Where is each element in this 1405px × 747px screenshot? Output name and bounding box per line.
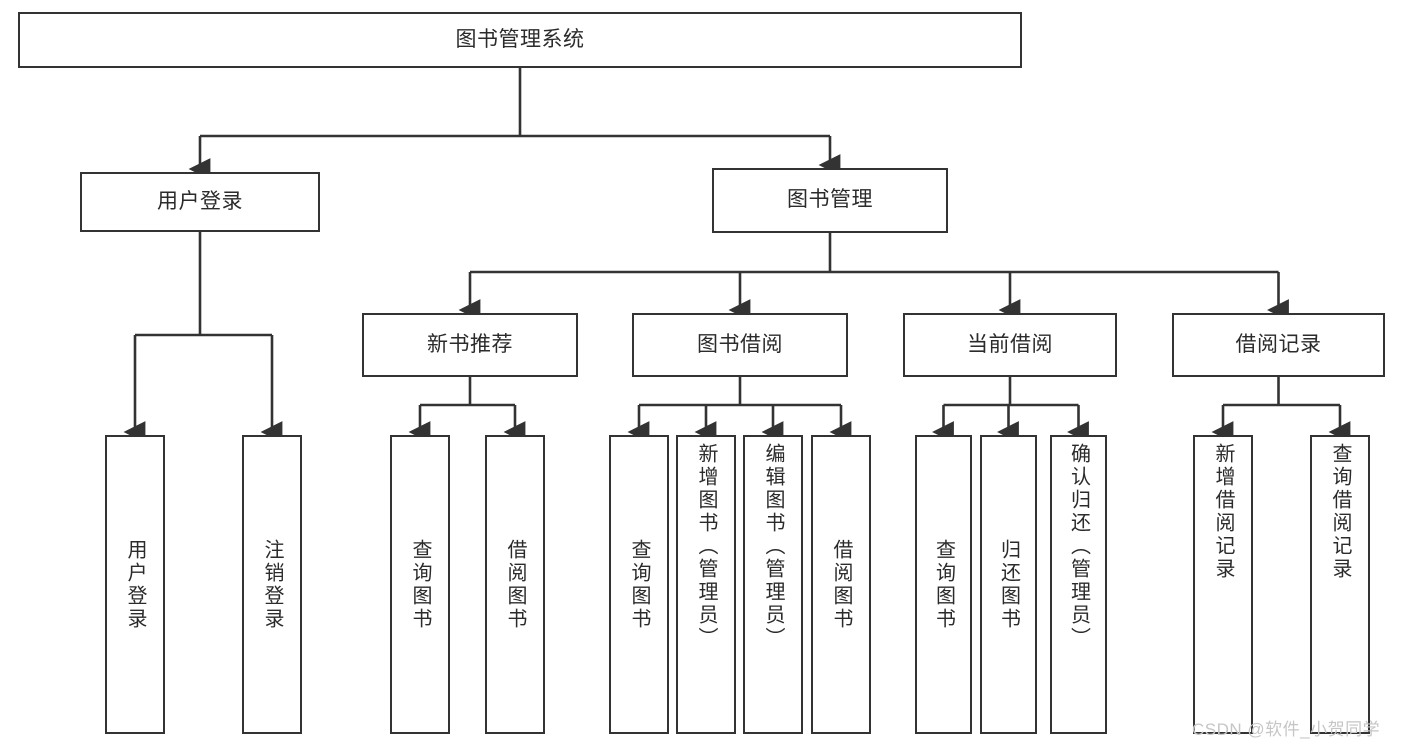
node-leaf-query-record[interactable]: 查询借阅记录 xyxy=(1310,435,1370,734)
node-root[interactable]: 图书管理系统 xyxy=(18,12,1022,68)
node-label: 查询图书 xyxy=(932,538,955,631)
node-leaf-edit-book[interactable]: 编辑图书（管理员） xyxy=(743,435,803,734)
node-label: 新增图书（管理员） xyxy=(695,443,717,650)
node-leaf-return-book[interactable]: 归还图书 xyxy=(980,435,1037,734)
node-label: 借阅图书 xyxy=(830,538,852,631)
node-label: 借阅图书 xyxy=(504,538,526,631)
node-label: 当前借阅 xyxy=(967,332,1053,356)
node-borrow-record[interactable]: 借阅记录 xyxy=(1172,313,1385,377)
node-label: 用户登录 xyxy=(157,189,243,213)
node-leaf-query-book-2[interactable]: 查询图书 xyxy=(609,435,669,734)
edge-group xyxy=(123,68,1351,443)
node-leaf-borrow-book-2[interactable]: 借阅图书 xyxy=(811,435,871,734)
node-leaf-user-login[interactable]: 用户登录 xyxy=(105,435,165,734)
node-book-borrow[interactable]: 图书借阅 xyxy=(632,313,848,377)
node-label: 图书管理 xyxy=(787,188,873,212)
node-label: 图书借阅 xyxy=(697,332,783,356)
node-label: 编辑图书（管理员） xyxy=(762,443,784,650)
node-label: 查询图书 xyxy=(409,538,431,631)
node-user-login[interactable]: 用户登录 xyxy=(80,172,320,232)
node-label: 注销登录 xyxy=(261,538,283,631)
node-leaf-query-book-1[interactable]: 查询图书 xyxy=(390,435,450,734)
node-leaf-confirm-ret[interactable]: 确认归还（管理员） xyxy=(1050,435,1107,734)
node-label: 查询借阅记录 xyxy=(1329,443,1351,581)
node-leaf-query-book-3[interactable]: 查询图书 xyxy=(915,435,972,734)
node-label: 借阅记录 xyxy=(1235,332,1322,356)
node-book-manage[interactable]: 图书管理 xyxy=(712,168,948,233)
node-leaf-borrow-book-1[interactable]: 借阅图书 xyxy=(485,435,545,734)
node-leaf-logout[interactable]: 注销登录 xyxy=(242,435,302,734)
node-label: 图书管理系统 xyxy=(455,27,585,51)
node-label: 确认归还（管理员） xyxy=(1067,443,1090,650)
node-label: 用户登录 xyxy=(124,538,146,631)
node-new-book-rec[interactable]: 新书推荐 xyxy=(362,313,578,377)
node-label: 新增借阅记录 xyxy=(1212,443,1234,581)
node-label: 新书推荐 xyxy=(427,332,513,356)
node-leaf-add-record[interactable]: 新增借阅记录 xyxy=(1193,435,1253,734)
node-label: 查询图书 xyxy=(628,538,650,631)
csdn-watermark: CSDN @软件_小贺同学 xyxy=(1192,720,1381,739)
node-leaf-add-book[interactable]: 新增图书（管理员） xyxy=(676,435,736,734)
node-current-borrow[interactable]: 当前借阅 xyxy=(903,313,1117,377)
node-label: 归还图书 xyxy=(997,538,1020,631)
